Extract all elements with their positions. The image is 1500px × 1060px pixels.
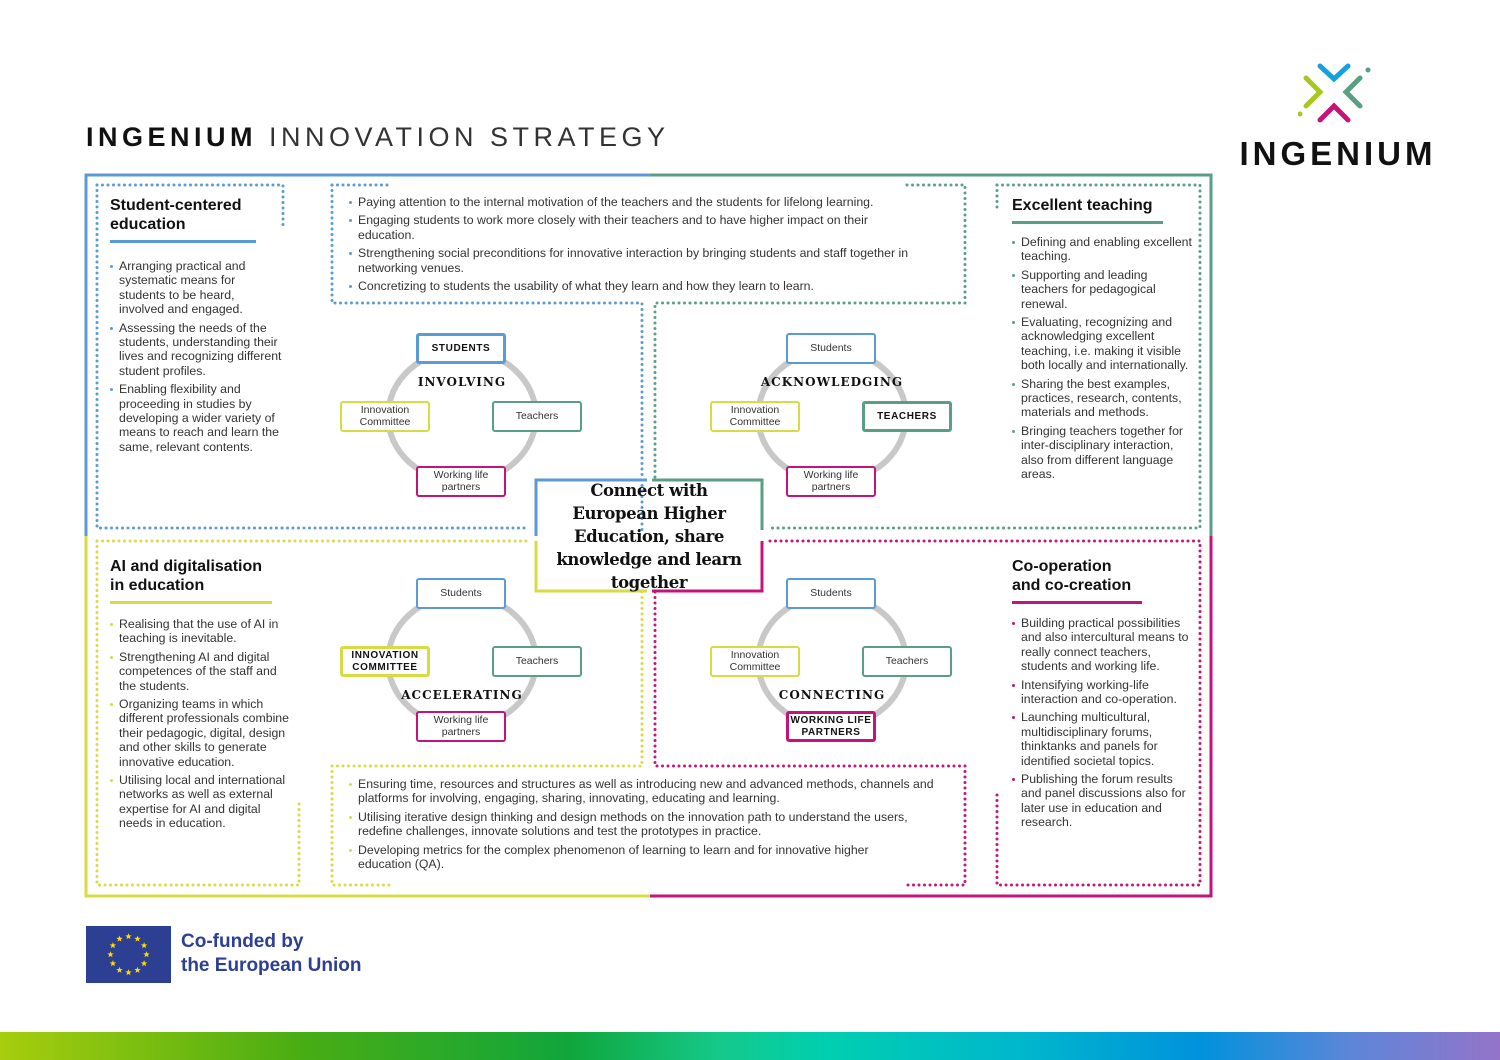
eu-star-icon xyxy=(140,960,148,967)
ingenium-logo: INGENIUM xyxy=(1238,62,1438,173)
node-working-life-partners: Working life partners xyxy=(786,466,876,497)
node-innovation-committee: Innovation Committee xyxy=(710,646,800,677)
node-students: STUDENTS xyxy=(416,333,506,364)
list-item: Utilising iterative design thinking and … xyxy=(349,810,949,839)
node-students: Students xyxy=(786,578,876,609)
eu-star-icon xyxy=(140,942,148,949)
node-working-life-partners: Working life partners xyxy=(416,466,506,497)
eu-star-icon xyxy=(107,951,114,958)
list-item: Strengthening social preconditions for i… xyxy=(349,246,929,275)
excellent-teaching-heading: Excellent teaching xyxy=(1012,197,1153,214)
list-item: Intensifying working-life interaction an… xyxy=(1012,678,1192,707)
list-item: Organizing teams in which different prof… xyxy=(110,697,290,769)
eu-star-icon xyxy=(143,951,150,958)
eu-star-icon xyxy=(134,935,141,942)
list-item: Bringing teachers together for inter-dis… xyxy=(1012,424,1192,482)
cycle-verb-acknowledging: ACKNOWLEDGING xyxy=(760,375,904,389)
node-teachers: Teachers xyxy=(492,646,582,677)
eu-star-icon xyxy=(109,942,117,949)
node-working-life-partners: WORKING LIFE PARTNERS xyxy=(786,711,876,742)
bottom-center-list: Ensuring time, resources and structures … xyxy=(349,777,949,875)
center-statement: Connect with European Higher Education, … xyxy=(556,480,742,592)
node-innovation-committee: Innovation Committee xyxy=(710,401,800,432)
list-item: Arranging practical and systematic means… xyxy=(110,259,282,317)
eu-flag-icon xyxy=(86,926,171,983)
node-teachers: Teachers xyxy=(862,646,952,677)
node-innovation-committee: Innovation Committee xyxy=(340,401,430,432)
list-item: Ensuring time, resources and structures … xyxy=(349,777,949,806)
list-item: Publishing the forum results and panel d… xyxy=(1012,772,1192,830)
list-item: Developing metrics for the complex pheno… xyxy=(349,843,909,872)
eu-star-icon xyxy=(109,960,117,967)
node-students: Students xyxy=(416,578,506,609)
page-title: INGENIUM INNOVATION STRATEGY xyxy=(86,122,670,152)
list-item: Concretizing to students the usability o… xyxy=(349,279,959,293)
list-item: Launching multicultural, multidisciplina… xyxy=(1012,710,1192,768)
top-center-list: Paying attention to the internal motivat… xyxy=(349,195,959,297)
cycle-verb-connecting: CONNECTING xyxy=(778,688,886,702)
node-teachers: TEACHERS xyxy=(862,401,952,432)
list-item: Evaluating, recognizing and acknowledgin… xyxy=(1012,315,1192,373)
list-item: Realising that the use of AI in teaching… xyxy=(110,617,290,646)
list-item: Building practical possibilities and als… xyxy=(1012,616,1192,674)
eu-star-icon xyxy=(116,935,123,942)
ingenium-logo-mark-icon xyxy=(1297,63,1371,123)
list-item: Strengthening AI and digital competences… xyxy=(110,650,290,693)
eu-star-icon xyxy=(125,969,132,976)
cycle-verb-involving: INVOLVING xyxy=(417,375,507,389)
cycle-verb-accelerating: ACCELERATING xyxy=(401,688,523,702)
node-working-life-partners: Working life partners xyxy=(416,711,506,742)
eu-star-icon xyxy=(116,966,123,973)
eu-star-icon xyxy=(125,933,132,940)
node-innovation-committee: INNOVATION COMMITTEE xyxy=(340,646,430,677)
node-students: Students xyxy=(786,333,876,364)
eu-star-icon xyxy=(134,966,141,973)
list-item: Utilising local and international networ… xyxy=(110,773,290,831)
list-item: Assessing the needs of the students, und… xyxy=(110,321,282,379)
list-item: Sharing the best examples, practices, re… xyxy=(1012,377,1192,420)
node-teachers: Teachers xyxy=(492,401,582,432)
gradient-bar xyxy=(0,1032,1500,1060)
list-item: Defining and enabling excellent teaching… xyxy=(1012,235,1192,264)
excellent-teaching-panel: Excellent teaching Defining and enabling… xyxy=(1012,196,1192,486)
list-item: Paying attention to the internal motivat… xyxy=(349,195,959,209)
list-item: Enabling flexibility and proceeding in s… xyxy=(110,382,282,454)
list-item: Engaging students to work more closely w… xyxy=(349,213,899,242)
logo-wordmark: INGENIUM xyxy=(1239,135,1437,172)
list-item: Supporting and leading teachers for peda… xyxy=(1012,268,1192,311)
